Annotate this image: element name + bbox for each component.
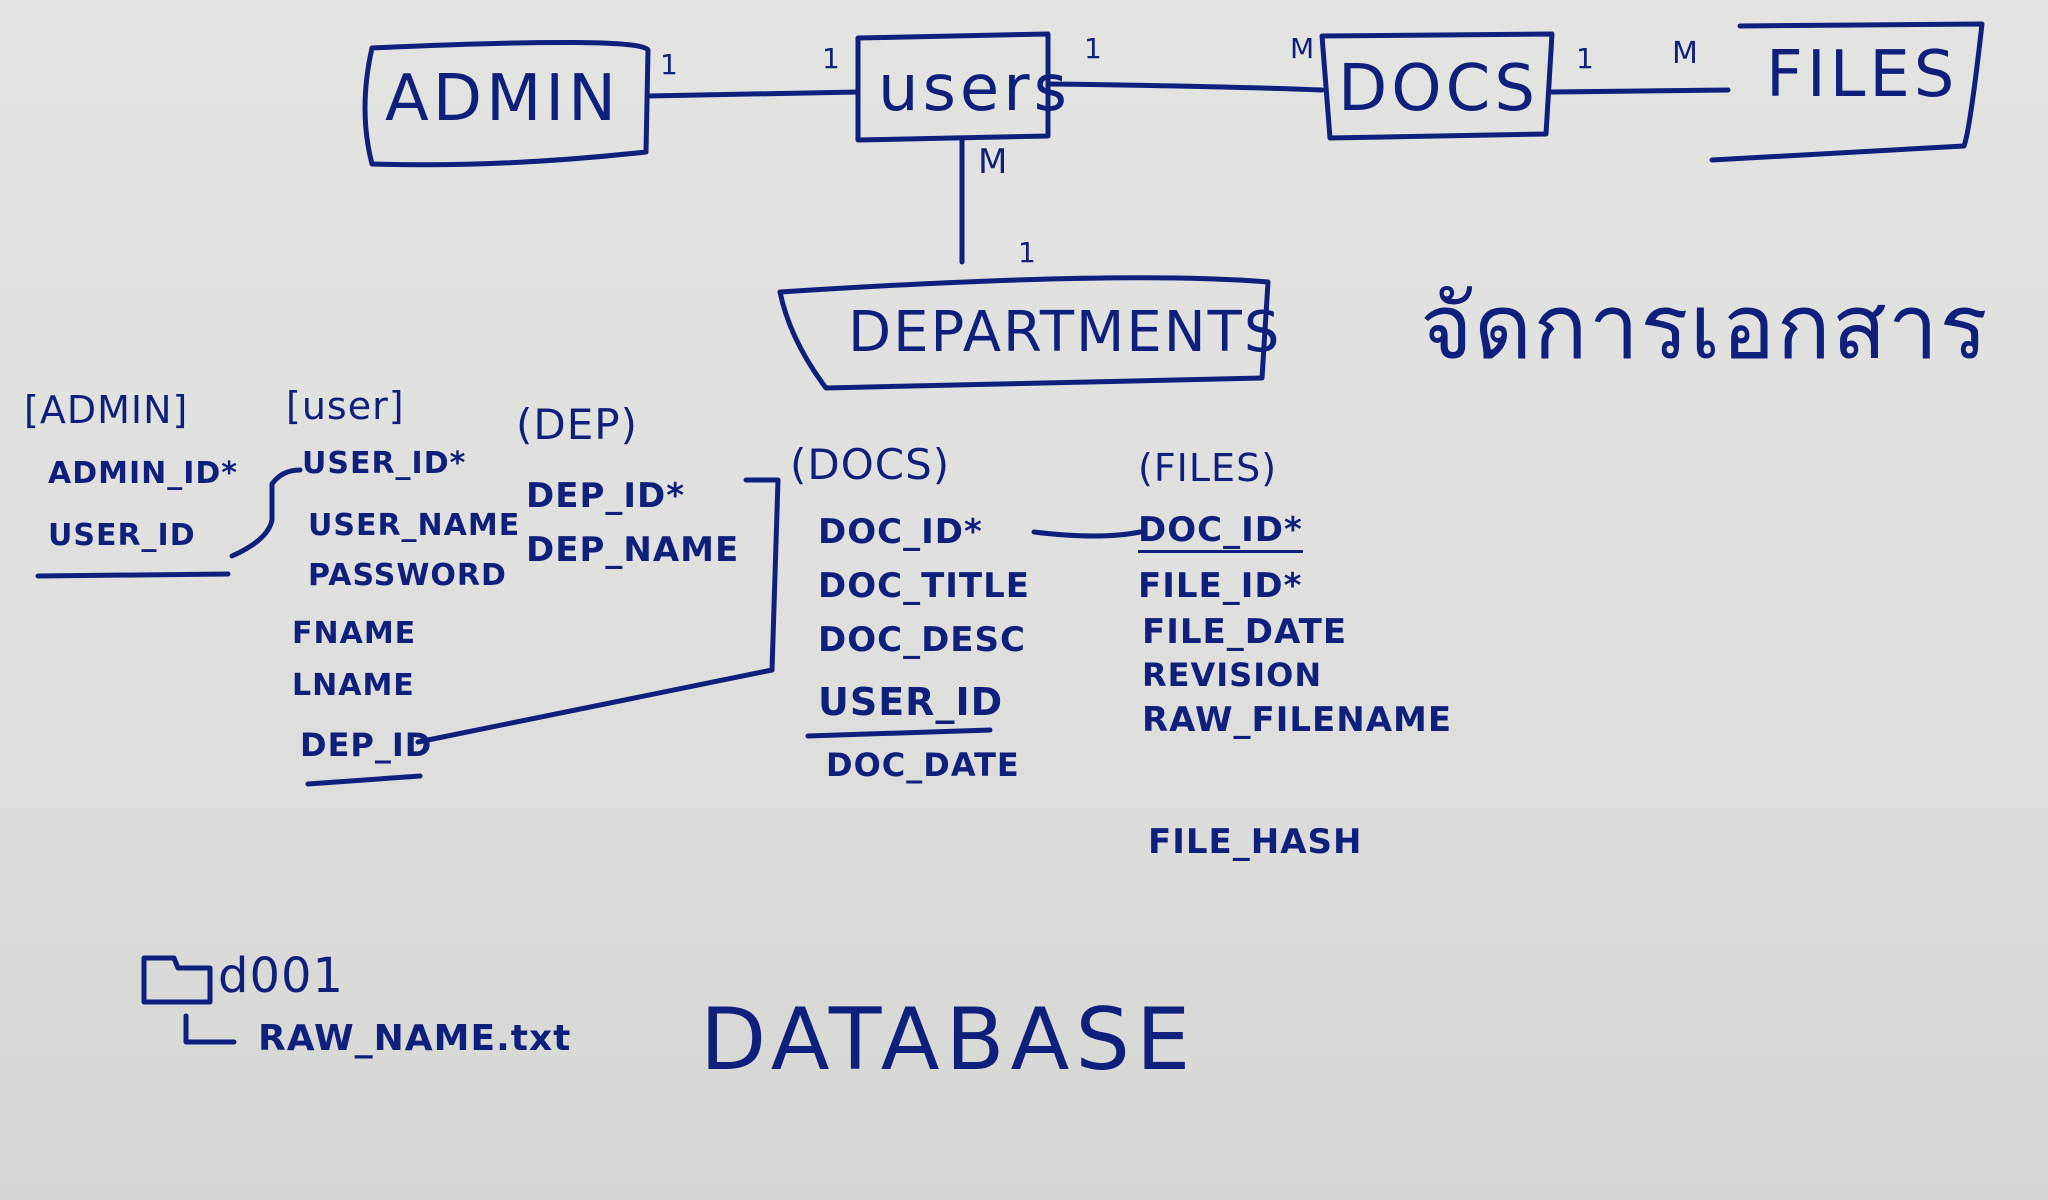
card-docs-files-f: M xyxy=(1672,36,1699,71)
dep-field: DEP_ID* xyxy=(526,476,686,516)
docs-field: DOC_ID* xyxy=(818,512,983,552)
docs-field: USER_ID xyxy=(818,680,1004,724)
docs-files-link xyxy=(1031,529,1143,539)
admin-users-line xyxy=(645,89,861,99)
admin-field: ADMIN_ID* xyxy=(48,456,238,491)
user-field: FNAME xyxy=(292,616,417,651)
folder-name: d001 xyxy=(218,948,345,1004)
card-admin-users-a: 1 xyxy=(660,48,679,81)
docs-box xyxy=(1319,31,1555,141)
files-field: REVISION xyxy=(1142,656,1323,694)
database-title: DATABASE xyxy=(700,990,1197,1090)
card-users-docs-d: M xyxy=(1290,32,1316,65)
admin-field: USER_ID xyxy=(48,518,196,553)
users-docs-line xyxy=(1045,81,1325,93)
folder-icon xyxy=(141,955,213,1005)
dep-link xyxy=(415,477,781,745)
files-field: FILE_ID* xyxy=(1138,566,1303,606)
card-users-docs-u: 1 xyxy=(1084,32,1103,65)
user-field: USER_NAME xyxy=(308,508,521,543)
user-field: LNAME xyxy=(292,668,415,703)
docs-files-line xyxy=(1549,87,1731,95)
entity-departments: DEPARTMENTS xyxy=(848,300,1282,365)
card-admin-users-u: 1 xyxy=(822,42,841,75)
docs-field: DOC_DATE xyxy=(826,746,1020,784)
card-users-dep-u: M xyxy=(978,142,1009,182)
users-box xyxy=(855,31,1051,143)
dep-table-heading: (DEP) xyxy=(516,400,638,449)
admin-box xyxy=(362,39,651,168)
files-table-heading: (FILES) xyxy=(1138,446,1278,490)
entity-users: users xyxy=(878,52,1071,126)
files-box xyxy=(1709,21,1985,163)
admin-table-heading: [ADMIN] xyxy=(24,388,189,432)
dep-field: DEP_NAME xyxy=(526,530,740,570)
departments-box xyxy=(777,275,1271,391)
folder-file: RAW_NAME.txt xyxy=(258,1018,572,1059)
card-users-dep-d: 1 xyxy=(1018,236,1037,269)
docs-field: DOC_TITLE xyxy=(818,566,1031,606)
entity-admin: ADMIN xyxy=(385,62,621,136)
thai-title: จัดการเอกสาร xyxy=(1420,275,1989,380)
files-field: FILE_DATE xyxy=(1142,612,1348,652)
files-field: RAW_FILENAME xyxy=(1142,700,1453,740)
user-table-heading: [user] xyxy=(286,384,405,428)
admin-user-link xyxy=(229,467,303,559)
card-docs-files-d: 1 xyxy=(1576,42,1595,75)
user-field: PASSWORD xyxy=(308,558,507,593)
docs-table-heading: (DOCS) xyxy=(790,440,951,489)
user-field: USER_ID* xyxy=(302,446,467,481)
entity-files: FILES xyxy=(1766,38,1959,112)
files-field: FILE_HASH xyxy=(1148,822,1363,862)
user-field: DEP_ID xyxy=(300,726,433,764)
docs-field: DOC_DESC xyxy=(818,620,1026,660)
tree-elbow-icon xyxy=(183,1013,237,1045)
entity-docs: DOCS xyxy=(1338,52,1539,126)
files-field: DOC_ID* xyxy=(1138,510,1303,553)
